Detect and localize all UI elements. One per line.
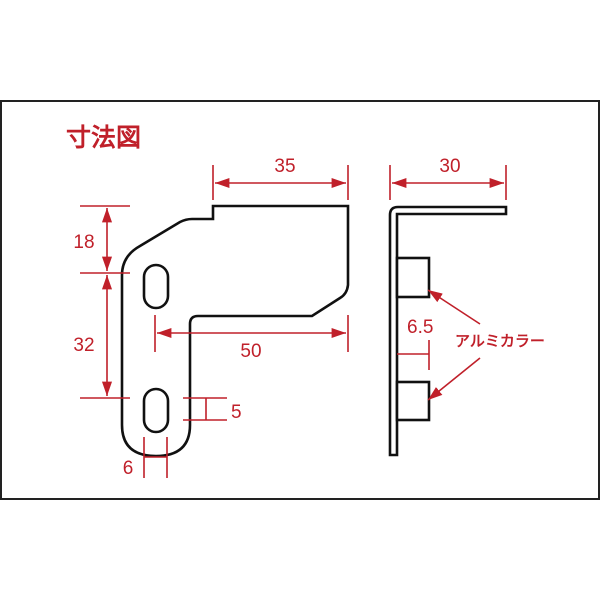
dim-label-6-5: 6.5: [407, 317, 433, 338]
dim-vertical: 18 32: [73, 205, 130, 399]
callout-label-aluminum-collar: アルミカラー: [455, 332, 545, 350]
dim-label-18: 18: [73, 232, 94, 253]
drawing-title: 寸法図: [66, 123, 141, 152]
dim-top-width: 35: [212, 156, 349, 200]
dim-label-35: 35: [274, 156, 295, 177]
aluminum-collar-upper: [395, 256, 431, 299]
aluminum-collar-lower: [395, 380, 431, 422]
collar-callout: アルミカラー: [427, 289, 545, 401]
dim-side-width: 30: [389, 156, 507, 200]
bracket-front-view: [120, 204, 350, 458]
dim-label-5: 5: [231, 402, 242, 423]
bracket-side-view: [388, 205, 508, 457]
dim-arm-length: 50: [154, 315, 349, 362]
dim-label-30: 30: [439, 156, 460, 177]
dim-label-50: 50: [240, 341, 261, 362]
upper-slot: [142, 263, 170, 310]
frame-border: [0, 100, 600, 500]
dim-slot-width: 6: [123, 437, 168, 479]
dim-label-6: 6: [123, 458, 134, 479]
dim-collar-length: 6.5: [397, 317, 433, 370]
dim-slot-length: 5: [183, 397, 242, 423]
lower-slot: [142, 387, 170, 434]
dim-label-32: 32: [73, 335, 94, 356]
